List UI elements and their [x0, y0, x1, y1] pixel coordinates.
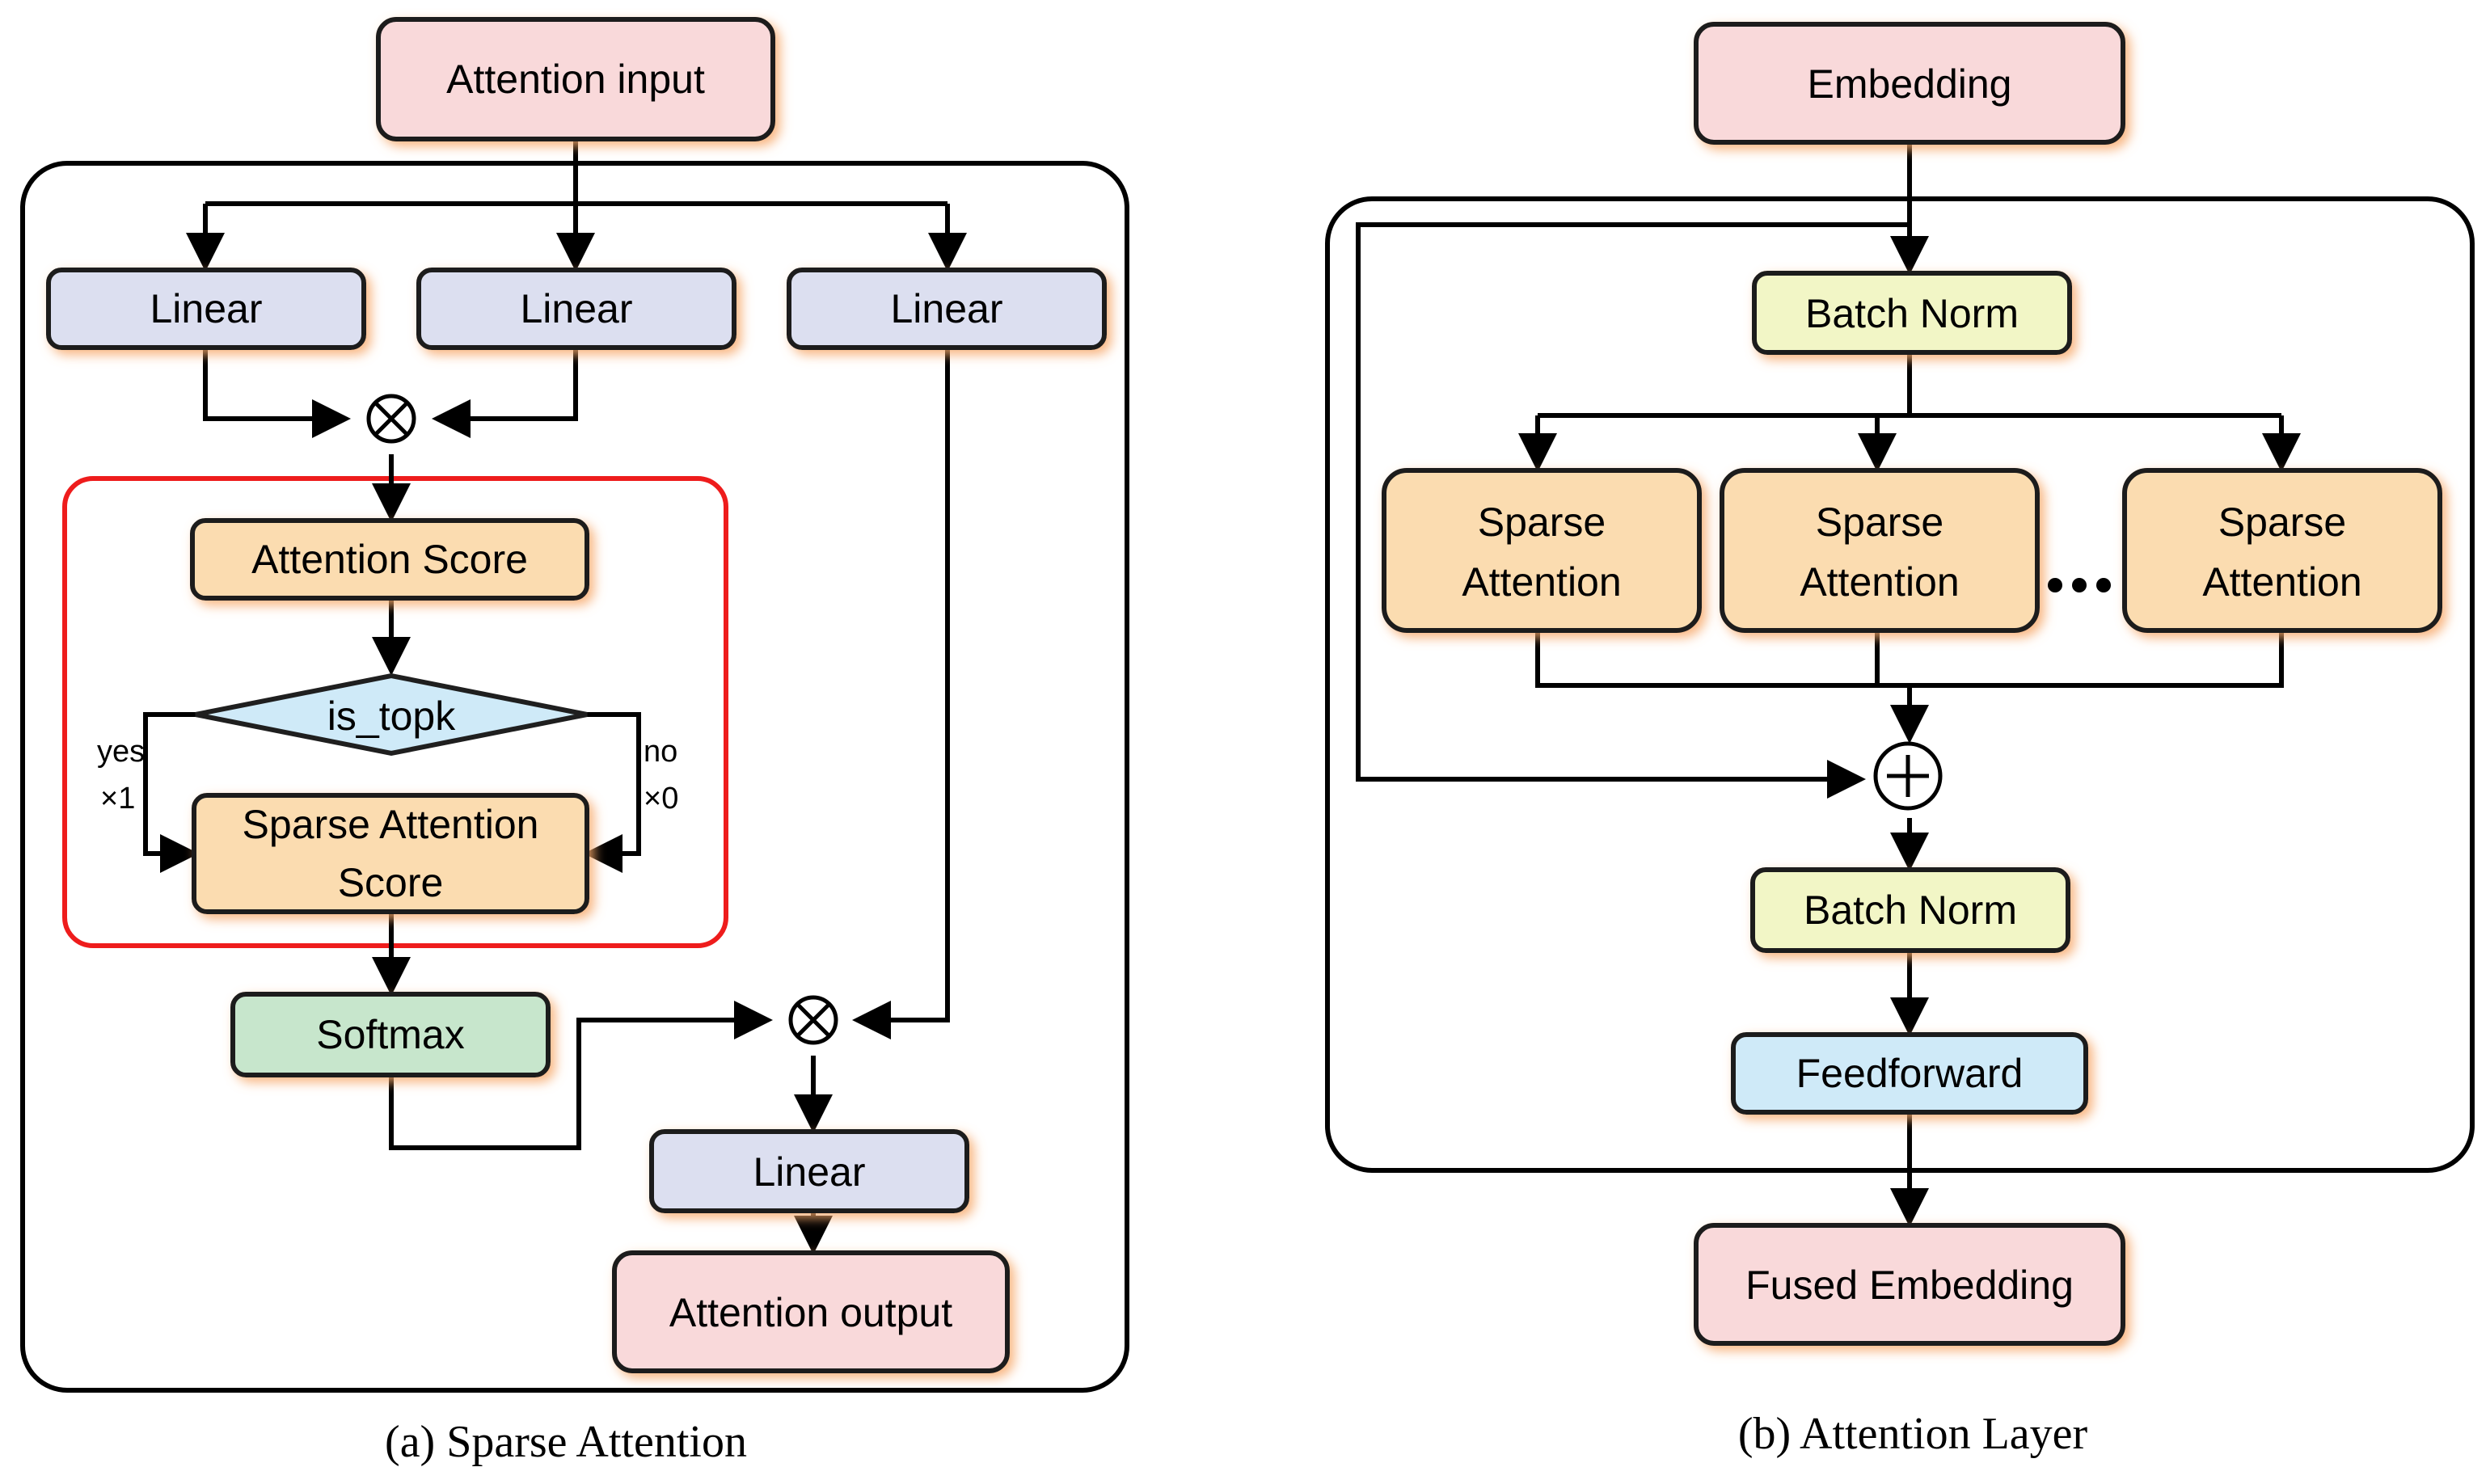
wire-linear-2-to-mult: [432, 348, 578, 438]
embedding-node: Embedding: [1694, 22, 2125, 145]
topk-selection-frame: [62, 476, 728, 948]
sparse-attention-score-node: Sparse Attention Score: [192, 793, 589, 914]
attention-output-node: Attention output: [612, 1250, 1010, 1373]
svg-text:Sparse: Sparse: [1478, 500, 1606, 545]
feedforward-node: Feedforward: [1731, 1032, 2088, 1115]
svg-text:Attention: Attention: [1462, 559, 1621, 605]
svg-text:Attention output: Attention output: [669, 1290, 952, 1335]
attention-input-node: Attention input: [376, 17, 775, 141]
svg-text:Attention: Attention: [2202, 559, 2361, 605]
svg-text:Linear: Linear: [891, 286, 1003, 331]
batch-norm-node-1: Batch Norm: [1752, 271, 2072, 355]
wire-yes-branch: [143, 712, 199, 873]
svg-text:Attention input: Attention input: [446, 57, 705, 102]
svg-text:Sparse: Sparse: [1816, 500, 1943, 545]
caption-panel-a: (a) Sparse Attention: [385, 1417, 747, 1467]
svg-text:Linear: Linear: [150, 286, 263, 331]
batch-norm-node-2: Batch Norm: [1750, 867, 2070, 953]
wire-linear-3-to-mult: [852, 348, 950, 1039]
svg-text:Embedding: Embedding: [1808, 61, 2012, 107]
sparse-attention-head-1: Sparse Attention: [1382, 468, 1702, 633]
fused-embedding-node: Fused Embedding: [1694, 1223, 2125, 1346]
panel-attention-layer: Embedding Batch Norm Sparse Attention Sp…: [1325, 22, 2475, 1459]
linear-output-node: Linear: [649, 1129, 969, 1213]
linear-node-3: Linear: [787, 268, 1107, 350]
svg-text:Softmax: Softmax: [316, 1012, 464, 1057]
is-topk-decision: is_topk: [195, 672, 588, 757]
no-multiplier: ×0: [644, 782, 678, 816]
wire-softmax-to-mult: [389, 1001, 773, 1150]
svg-text:Attention: Attention: [1800, 559, 1959, 605]
yes-multiplier: ×1: [100, 782, 135, 816]
svg-text:Linear: Linear: [521, 286, 633, 331]
svg-text:Sparse: Sparse: [2218, 500, 2346, 545]
svg-text:Sparse Attention: Sparse Attention: [243, 802, 539, 847]
linear-node-1: Linear: [46, 268, 366, 350]
multiply-circle-icon: [788, 995, 838, 1045]
svg-text:Score: Score: [338, 860, 444, 905]
multiply-circle-icon: [366, 394, 416, 444]
attention-score-node: Attention Score: [190, 518, 589, 601]
yes-label: yes: [97, 735, 145, 769]
sparse-attention-head-3: Sparse Attention: [2122, 468, 2442, 633]
svg-text:Linear: Linear: [753, 1149, 866, 1195]
sparse-attention-head-2: Sparse Attention: [1720, 468, 2040, 633]
svg-text:Batch Norm: Batch Norm: [1805, 291, 2019, 336]
no-label: no: [644, 735, 677, 769]
svg-text:Fused Embedding: Fused Embedding: [1745, 1263, 2074, 1308]
ellipsis-icon: [2048, 578, 2111, 592]
caption-panel-b: (b) Attention Layer: [1738, 1409, 2088, 1459]
panel-sparse-attention: Attention input Linear Linear Linear Att…: [20, 17, 1129, 1467]
svg-text:is_topk: is_topk: [327, 694, 456, 739]
linear-node-2: Linear: [416, 268, 736, 350]
svg-text:Feedforward: Feedforward: [1796, 1051, 2024, 1096]
wire-no-branch: [584, 712, 641, 873]
wire-residual: [1356, 222, 1910, 799]
softmax-node: Softmax: [230, 992, 551, 1077]
wire-linear-1-to-mult: [203, 348, 351, 438]
svg-text:Batch Norm: Batch Norm: [1804, 887, 2017, 933]
svg-text:Attention Score: Attention Score: [251, 537, 528, 582]
plus-circle-icon: [1873, 741, 1943, 811]
